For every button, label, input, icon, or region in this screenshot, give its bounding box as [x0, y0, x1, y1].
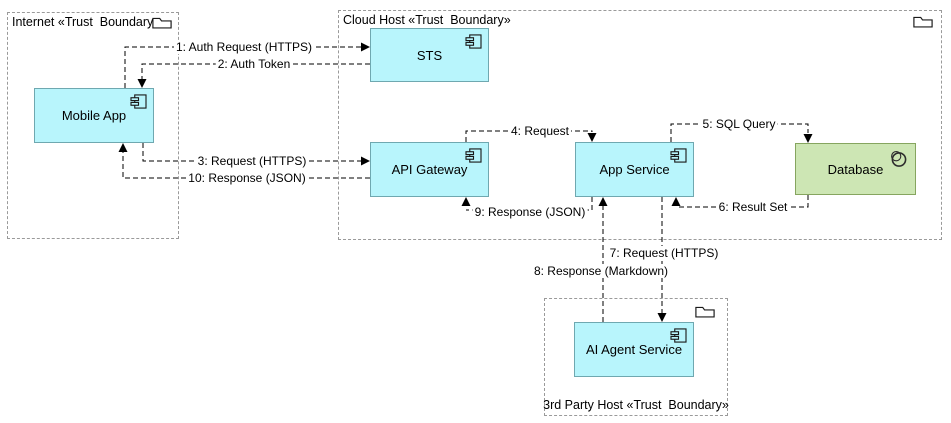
node-api-gateway[interactable]: API Gateway [370, 142, 489, 197]
connector-label: 3: Request (HTTPS) [195, 154, 309, 168]
component-icon [670, 148, 687, 163]
boundary-third-party-host[interactable]: 3rd Party Host «Trust Boundary» [543, 298, 729, 416]
connector-label: 9: Response (JSON) [472, 205, 588, 219]
database-circles-icon [891, 151, 907, 167]
node-label: Database [827, 161, 884, 177]
connector-label: 6: Result Set [716, 200, 790, 214]
component-icon [130, 94, 147, 109]
component-icon [465, 148, 482, 163]
component-icon [670, 328, 687, 343]
package-folder-icon [152, 17, 172, 29]
node-label: Mobile App [61, 108, 127, 123]
node-label: API Gateway [391, 162, 468, 177]
package-folder-icon [695, 306, 715, 318]
boundary-label: Internet «Trust Boundary» [12, 15, 161, 29]
node-app-service[interactable]: App Service [575, 142, 694, 197]
node-label: AI Agent Service [585, 342, 683, 357]
boundary-label: Cloud Host «Trust Boundary» [343, 13, 511, 27]
boundary-cloud-host[interactable]: Cloud Host «Trust Boundary» [338, 10, 942, 240]
component-icon [465, 34, 482, 49]
connector-label: 10: Response (JSON) [186, 171, 308, 185]
connector-label: 1: Auth Request (HTTPS) [173, 40, 315, 54]
connector-label: 8: Response (Markdown) [531, 264, 671, 278]
node-label: STS [416, 47, 443, 63]
node-database[interactable]: Database [795, 143, 916, 195]
connector-label: 5: SQL Query [700, 117, 778, 131]
package-folder-icon [913, 16, 933, 28]
node-label: App Service [599, 162, 670, 177]
connector-label: 4: Request [508, 124, 572, 138]
boundary-label: 3rd Party Host «Trust Boundary» [543, 398, 729, 412]
node-mobile-app[interactable]: Mobile App [34, 88, 154, 143]
node-ai-agent-service[interactable]: AI Agent Service [574, 322, 694, 377]
boundary-internet[interactable]: Internet «Trust Boundary» [7, 12, 179, 239]
node-sts[interactable]: STS [370, 28, 489, 82]
connector-label: 2: Auth Token [215, 57, 293, 71]
connector-label: 7: Request (HTTPS) [607, 246, 721, 260]
